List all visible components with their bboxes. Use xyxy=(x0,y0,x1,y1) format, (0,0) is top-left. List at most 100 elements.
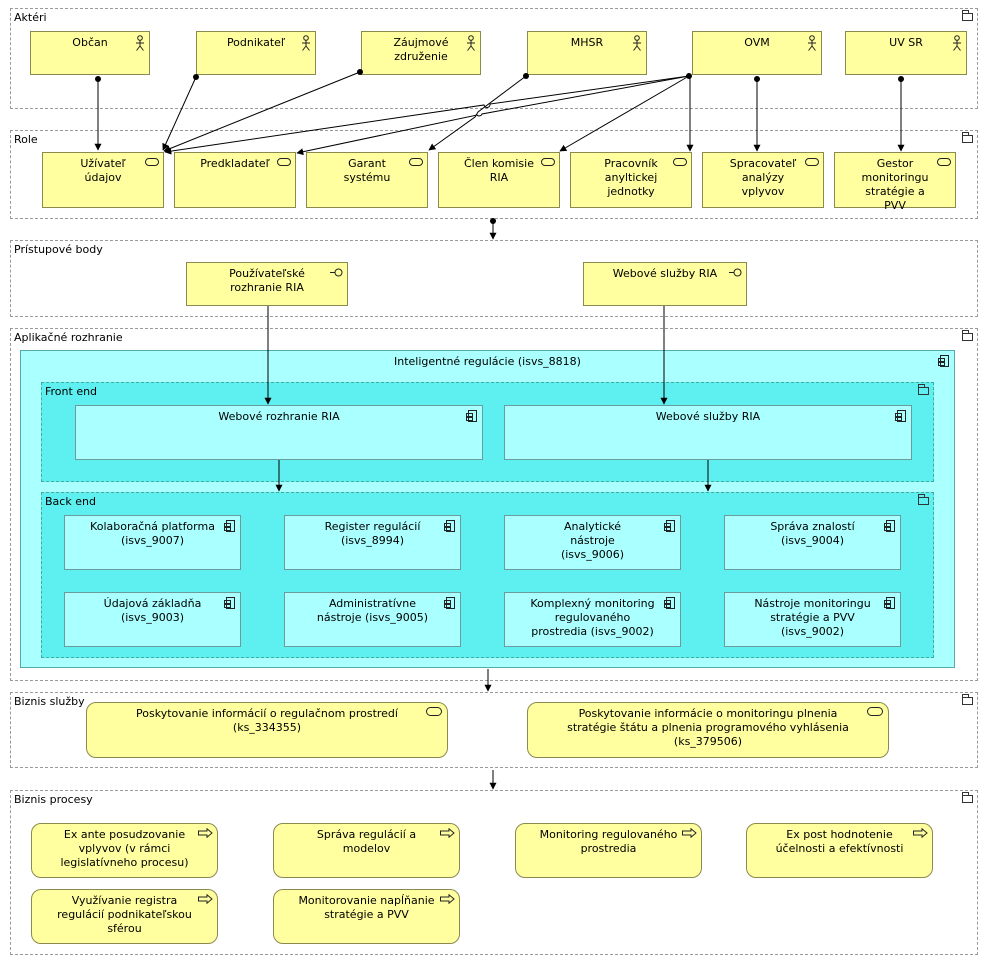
process-vyuzivanie-registra[interactable]: Využívanie registra regulácií podnikateľ… xyxy=(31,889,218,944)
service-icon xyxy=(867,707,883,716)
actor-icon xyxy=(953,35,961,51)
role-predkladatel[interactable]: Predkladateľ xyxy=(174,152,296,208)
role-spracovatel-analyzy-vplyvov[interactable]: Spracovateľ analýzy vplyvov xyxy=(702,152,824,208)
actor-label: Záujmové združenie xyxy=(393,36,449,63)
actor-obcan[interactable]: Občan xyxy=(30,31,150,75)
process-arrow-icon xyxy=(440,894,455,904)
connector-ovm-clen-komisie xyxy=(559,75,690,152)
folder-icon xyxy=(962,132,973,143)
business-processes-group: Biznis procesy xyxy=(10,790,978,955)
connector-dot xyxy=(490,218,496,224)
component-icon xyxy=(664,597,675,609)
role-label: Užívateľ údajov xyxy=(80,157,126,184)
component-komplexny-monitoring[interactable]: Komplexný monitoring regulovaného prostr… xyxy=(504,592,681,647)
connector-mhsr-garant xyxy=(428,75,527,151)
component-analyticke-nastroje[interactable]: Analytické nástroje (isvs_9006) xyxy=(504,515,681,570)
role-pracovnik-anyltickej-jednotky[interactable]: Pracovník anyltickej jednotky xyxy=(570,152,692,208)
process-arrow-icon xyxy=(682,828,697,838)
role-label: Člen komisie RIA xyxy=(463,157,534,184)
process-ex-post[interactable]: Ex post hodnotenie účelnosti a efektívno… xyxy=(746,823,933,878)
component-icon xyxy=(938,355,949,367)
access-points-group: Prístupové body xyxy=(10,240,978,317)
process-label: Využívanie registra regulácií podnikateľ… xyxy=(57,894,192,935)
service-label: Poskytovanie informácií o regulačnom pro… xyxy=(136,707,398,734)
component-label: Administratívne nástroje (isvs_9005) xyxy=(316,597,429,624)
folder-icon xyxy=(918,384,929,395)
component-label: Údajová základňa (isvs_9003) xyxy=(103,597,202,624)
connector-dot xyxy=(686,73,692,79)
process-arrow-icon xyxy=(198,894,213,904)
actor-ovm[interactable]: OVM xyxy=(692,31,822,75)
actor-zaujmove-zdruzenie[interactable]: Záujmové združenie xyxy=(361,31,481,75)
process-arrow-icon xyxy=(198,828,213,838)
connector-dot xyxy=(95,76,101,82)
role-clen-komisie-ria[interactable]: Člen komisie RIA xyxy=(438,152,560,208)
component-udajova-zakladna[interactable]: Údajová základňa (isvs_9003) xyxy=(64,592,241,647)
component-label: Analytické nástroje (isvs_9006) xyxy=(560,520,625,561)
access-point-pouzivatelske-rozhranie[interactable]: Používateľské rozhranie RIA xyxy=(186,262,348,306)
component-webove-sluzby-ria[interactable]: Webové služby RIA xyxy=(504,405,912,460)
connector-zdruzenie-uzivatel xyxy=(163,71,361,152)
component-icon xyxy=(466,410,477,422)
actor-icon xyxy=(633,35,641,51)
access-point-label: Webové služby RIA xyxy=(612,267,718,280)
actors-group: Aktéri xyxy=(10,8,978,109)
process-label: Ex ante posudzovanie vplyvov (v rámci le… xyxy=(60,828,189,869)
process-sprava-regulacii[interactable]: Správa regulácií a modelov xyxy=(273,823,460,878)
process-monitorovanie-strategie[interactable]: Monitorovanie napĺňanie stratégie a PVV xyxy=(273,889,460,944)
business-services-group: Biznis služby xyxy=(10,692,978,768)
component-nastroje-monitoringu[interactable]: Nástroje monitoringu stratégie a PVV (is… xyxy=(724,592,901,647)
component-kolaboracna-platforma[interactable]: Kolaboračná platforma (isvs_9007) xyxy=(64,515,241,570)
actor-uv-sr[interactable]: UV SR xyxy=(845,31,967,75)
process-arrow-icon xyxy=(913,828,928,838)
component-label: Webové rozhranie RIA xyxy=(218,410,340,423)
component-icon xyxy=(664,520,675,532)
component-label: Komplexný monitoring regulovaného prostr… xyxy=(530,597,655,638)
access-point-webove-sluzby[interactable]: Webové služby RIA xyxy=(583,262,747,306)
role-icon xyxy=(937,158,951,166)
front-end-title: Front end xyxy=(45,385,98,398)
group-title-roles: Role xyxy=(14,133,38,146)
process-ex-ante[interactable]: Ex ante posudzovanie vplyvov (v rámci le… xyxy=(31,823,218,878)
service-label: Poskytovanie informácie o monitoringu pl… xyxy=(567,707,849,748)
role-label: Spracovateľ analýzy vplyvov xyxy=(729,157,797,198)
component-label: Správa znalostí (isvs_9004) xyxy=(770,520,855,547)
component-icon xyxy=(444,520,455,532)
service-regulacne-prostredie[interactable]: Poskytovanie informácií o regulačnom pro… xyxy=(86,702,448,758)
connector-dot xyxy=(898,76,904,82)
group-title-actors: Aktéri xyxy=(14,11,47,24)
process-label: Monitorovanie napĺňanie stratégie a PVV xyxy=(298,894,435,921)
component-register-regulacii[interactable]: Register regulácií (isvs_8994) xyxy=(284,515,461,570)
folder-icon xyxy=(918,494,929,505)
actor-podnikatel[interactable]: Podnikateľ xyxy=(196,31,316,75)
role-icon xyxy=(409,158,423,166)
actor-label: Občan xyxy=(72,36,108,49)
role-icon xyxy=(805,158,819,166)
folder-icon xyxy=(962,694,973,705)
connector-dot xyxy=(754,76,760,82)
process-label: Monitoring regulovaného prostredia xyxy=(539,828,678,855)
role-label: Predkladateľ xyxy=(200,157,270,170)
service-icon xyxy=(426,707,442,716)
actor-label: MHSR xyxy=(570,36,604,49)
process-label: Ex post hodnotenie účelnosti a efektívno… xyxy=(775,828,904,855)
component-icon xyxy=(895,410,906,422)
process-monitoring-regulovaneho[interactable]: Monitoring regulovaného prostredia xyxy=(515,823,702,878)
role-icon xyxy=(673,158,687,166)
component-sprava-znalosti[interactable]: Správa znalostí (isvs_9004) xyxy=(724,515,901,570)
role-gestor-monitoringu[interactable]: Gestor monitoringu stratégie a PVV xyxy=(834,152,956,212)
role-label: Pracovník anyltickej jednotky xyxy=(604,157,658,198)
component-administrativne-nastroje[interactable]: Administratívne nástroje (isvs_9005) xyxy=(284,592,461,647)
component-webove-rozhranie-ria[interactable]: Webové rozhranie RIA xyxy=(75,405,483,460)
component-label: Register regulácií (isvs_8994) xyxy=(324,520,421,547)
role-garant-systemu[interactable]: Garant systému xyxy=(306,152,428,208)
group-title-business-processes: Biznis procesy xyxy=(14,793,93,806)
component-icon xyxy=(444,597,455,609)
role-uzivatel-udajov[interactable]: Užívateľ údajov xyxy=(42,152,164,208)
actor-mhsr[interactable]: MHSR xyxy=(527,31,647,75)
service-monitoring-strategie[interactable]: Poskytovanie informácie o monitoringu pl… xyxy=(527,702,889,758)
actor-label: UV SR xyxy=(889,36,923,49)
component-label: Kolaboračná platforma (isvs_9007) xyxy=(90,520,215,547)
connector-podnikatel-uzivatel xyxy=(162,76,197,151)
